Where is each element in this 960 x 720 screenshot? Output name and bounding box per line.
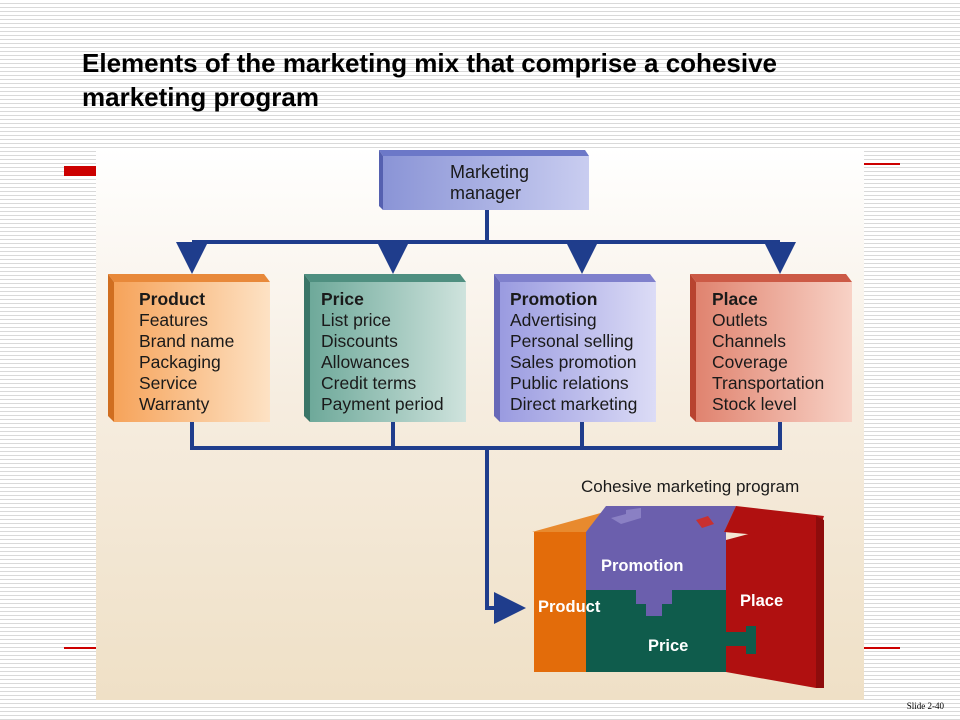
product-item: Warranty <box>139 394 210 414</box>
promotion-item: Sales promotion <box>510 352 636 372</box>
place-item: Outlets <box>712 310 768 330</box>
place-item: Channels <box>712 331 786 351</box>
cube-interlock <box>636 590 672 616</box>
cube-top-notch <box>696 516 714 528</box>
manager-label-line-2: manager <box>450 183 521 203</box>
marketing-manager-box: Marketing manager <box>379 150 589 210</box>
cube-interlock <box>586 612 614 642</box>
price-item: Allowances <box>321 352 410 372</box>
product-item: Service <box>139 373 197 393</box>
arrow-to-program <box>485 448 526 624</box>
program-label: Cohesive marketing program <box>581 477 799 496</box>
place-item: Transportation <box>712 373 824 393</box>
accent-line-bottom-right <box>864 647 900 649</box>
price-heading: Price <box>321 289 364 309</box>
accent-line-bottom-left <box>64 647 100 649</box>
cube-promotion-face <box>586 532 726 590</box>
cube-promotion-label: Promotion <box>601 557 684 575</box>
promotion-item: Direct marketing <box>510 394 637 414</box>
accent-line-top-right <box>864 163 900 165</box>
connector-lines <box>176 210 796 624</box>
cube-top-promotion <box>586 506 736 532</box>
marketing-mix-diagram: Marketing manager Product Features Brand… <box>96 148 864 700</box>
puzzle-cube: Product Promotion Price Place <box>532 506 824 688</box>
cube-product-label: Product <box>538 598 601 616</box>
cube-top-notch <box>611 508 641 524</box>
product-box: Product Features Brand name Packaging Se… <box>108 274 270 422</box>
title-accent-bar <box>64 166 100 176</box>
promotion-heading: Promotion <box>510 289 598 309</box>
cube-product-face <box>534 532 586 672</box>
product-item: Features <box>139 310 208 330</box>
price-item: Payment period <box>321 394 444 414</box>
cube-price-label: Price <box>648 637 688 655</box>
diagram-canvas: Marketing manager Product Features Brand… <box>108 150 852 688</box>
slide-number: Slide 2-40 <box>906 701 944 711</box>
promotion-item: Advertising <box>510 310 597 330</box>
promotion-item: Personal selling <box>510 331 634 351</box>
place-heading: Place <box>712 289 758 309</box>
product-item: Packaging <box>139 352 221 372</box>
promotion-item: Public relations <box>510 373 629 393</box>
place-item: Coverage <box>712 352 788 372</box>
promotion-box: Promotion Advertising Personal selling S… <box>494 274 656 422</box>
price-item: List price <box>321 310 391 330</box>
cube-place-label: Place <box>740 592 783 610</box>
manager-label-line-1: Marketing <box>450 162 529 182</box>
price-item: Credit terms <box>321 373 417 393</box>
product-item: Brand name <box>139 331 234 351</box>
place-box: Place Outlets Channels Coverage Transpor… <box>690 274 852 422</box>
cube-interlock <box>726 626 756 654</box>
cube-price-face-right <box>620 590 726 672</box>
price-item: Discounts <box>321 331 398 351</box>
cube-place-side <box>816 516 824 688</box>
slide-title: Elements of the marketing mix that compr… <box>82 48 778 112</box>
place-item: Stock level <box>712 394 797 414</box>
bottom-collection-line <box>190 420 782 450</box>
product-heading: Product <box>139 289 205 309</box>
price-box: Price List price Discounts Allowances Cr… <box>304 274 466 422</box>
